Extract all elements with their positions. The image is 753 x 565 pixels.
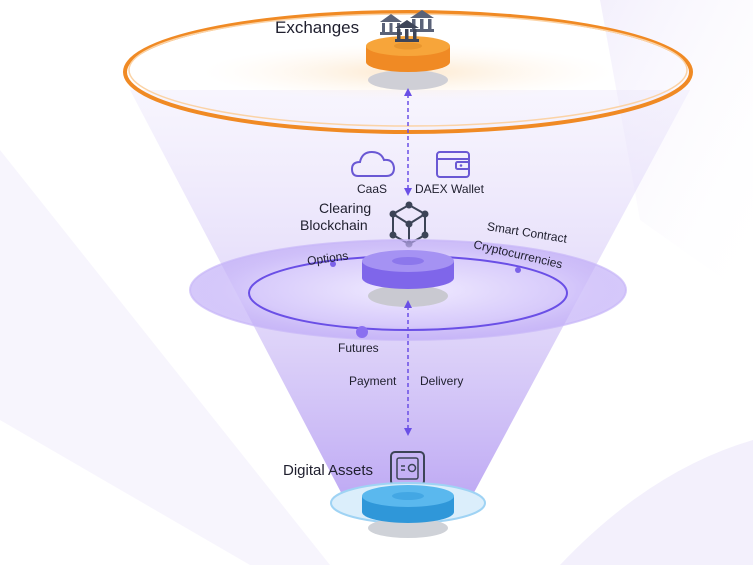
clearing-disc-shadow (368, 285, 448, 307)
arrow-clearing-assets (404, 300, 412, 436)
exchanges-disc-center (394, 42, 422, 50)
cloud-icon (350, 150, 396, 177)
clearing-disc-center (392, 257, 424, 265)
background-streak (0, 150, 330, 565)
assets-disc-shadow (368, 518, 448, 538)
wallet-icon (436, 151, 470, 178)
assets-disc-center (392, 492, 424, 500)
label-blockchain: Blockchain (300, 217, 368, 233)
label-delivery: Delivery (420, 374, 464, 388)
label-clearing: Clearing (319, 200, 372, 216)
label-digital-assets: Digital Assets (283, 462, 374, 479)
orbit-node-cryptocurrencies (515, 267, 521, 273)
clearing-ring-outer (189, 239, 627, 341)
label-daex-wallet: DAEX Wallet (415, 182, 484, 196)
label-payment: Payment (349, 374, 397, 388)
exchanges-disc-shadow (368, 70, 448, 90)
label-options: Options (306, 249, 349, 269)
arrow-exchanges-clearing (404, 88, 412, 196)
label-exchanges: Exchanges (275, 18, 360, 37)
background-streak (560, 440, 753, 565)
orbit-node-options (330, 261, 336, 267)
background-streak (600, 0, 753, 300)
label-futures: Futures (338, 341, 379, 355)
label-caas: CaaS (357, 182, 388, 196)
assets-disc-bottom (362, 501, 454, 523)
orbit-node-futures (356, 326, 368, 338)
exchanges-disc-bottom (366, 52, 450, 72)
bank-icon (380, 10, 434, 42)
clearing-disc-bottom (362, 267, 454, 289)
